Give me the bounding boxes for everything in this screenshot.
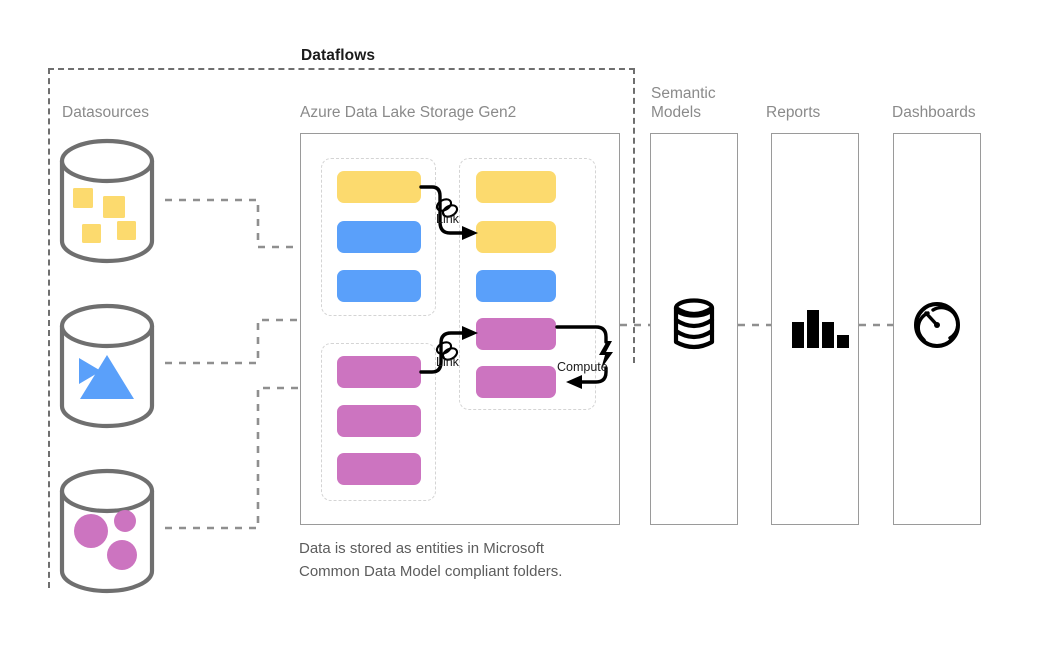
chain-link-icon-bottom: [435, 341, 459, 361]
datasource-cylinder-purple: [59, 468, 155, 594]
yellow-square-markers: [73, 188, 136, 243]
adls-caption: Data is stored as entities in Microsoft …: [299, 540, 563, 580]
entity-chip: [476, 366, 556, 398]
link-arrow-bottom: [419, 331, 471, 374]
entity-chip: [476, 270, 556, 302]
lightning-bolt-icon: [599, 341, 613, 369]
entity-chip: [476, 171, 556, 203]
column-label-dashboards: Dashboards: [892, 104, 976, 121]
blue-triangle-markers: [79, 355, 134, 399]
group-staged-entities-top: [321, 158, 436, 316]
dataflows-boundary-top: [48, 68, 635, 70]
entity-chip: [337, 171, 421, 203]
column-label-semantic-models: Semantic Models: [651, 85, 716, 121]
link-label-bottom: Link: [436, 355, 459, 369]
group-computed-entities: [459, 158, 596, 410]
dataflows-boundary-right: [633, 68, 635, 363]
entity-chip: [337, 356, 421, 388]
column-label-reports: Reports: [766, 104, 821, 121]
entity-chip: [476, 318, 556, 350]
database-stack-icon: [673, 298, 715, 350]
dataflows-boundary: [48, 68, 635, 588]
entity-chip: [337, 453, 421, 485]
gauge-icon: [914, 302, 960, 348]
link-arrowhead-top: [462, 226, 478, 240]
purple-circle-markers: [74, 510, 137, 570]
dataflows-title: Dataflows: [301, 47, 376, 64]
column-label-datasources: Datasources: [62, 104, 150, 121]
dashboards-panel: [893, 133, 981, 525]
entity-chip: [337, 221, 421, 253]
bar-chart-icon: [792, 310, 849, 348]
link-arrowhead-bottom: [462, 326, 478, 340]
entity-chip: [476, 221, 556, 253]
datasource-cylinder-blue: [59, 303, 155, 429]
compute-arrowhead: [566, 375, 582, 389]
group-staged-entities-bottom: [321, 343, 436, 501]
connector-datasources-to-adls: [165, 198, 300, 530]
link-arrow-top: [419, 185, 471, 235]
semantic-models-panel: [650, 133, 738, 525]
chain-link-icon-top: [435, 198, 459, 218]
column-label-adls: Azure Data Lake Storage Gen2: [300, 104, 517, 121]
datasource-cylinder-yellow: [59, 138, 155, 264]
compute-arrow: [555, 325, 608, 384]
link-label-top: Link: [436, 212, 459, 226]
entity-chip: [337, 270, 421, 302]
compute-label: Compute: [557, 360, 608, 374]
entity-chip: [337, 405, 421, 437]
